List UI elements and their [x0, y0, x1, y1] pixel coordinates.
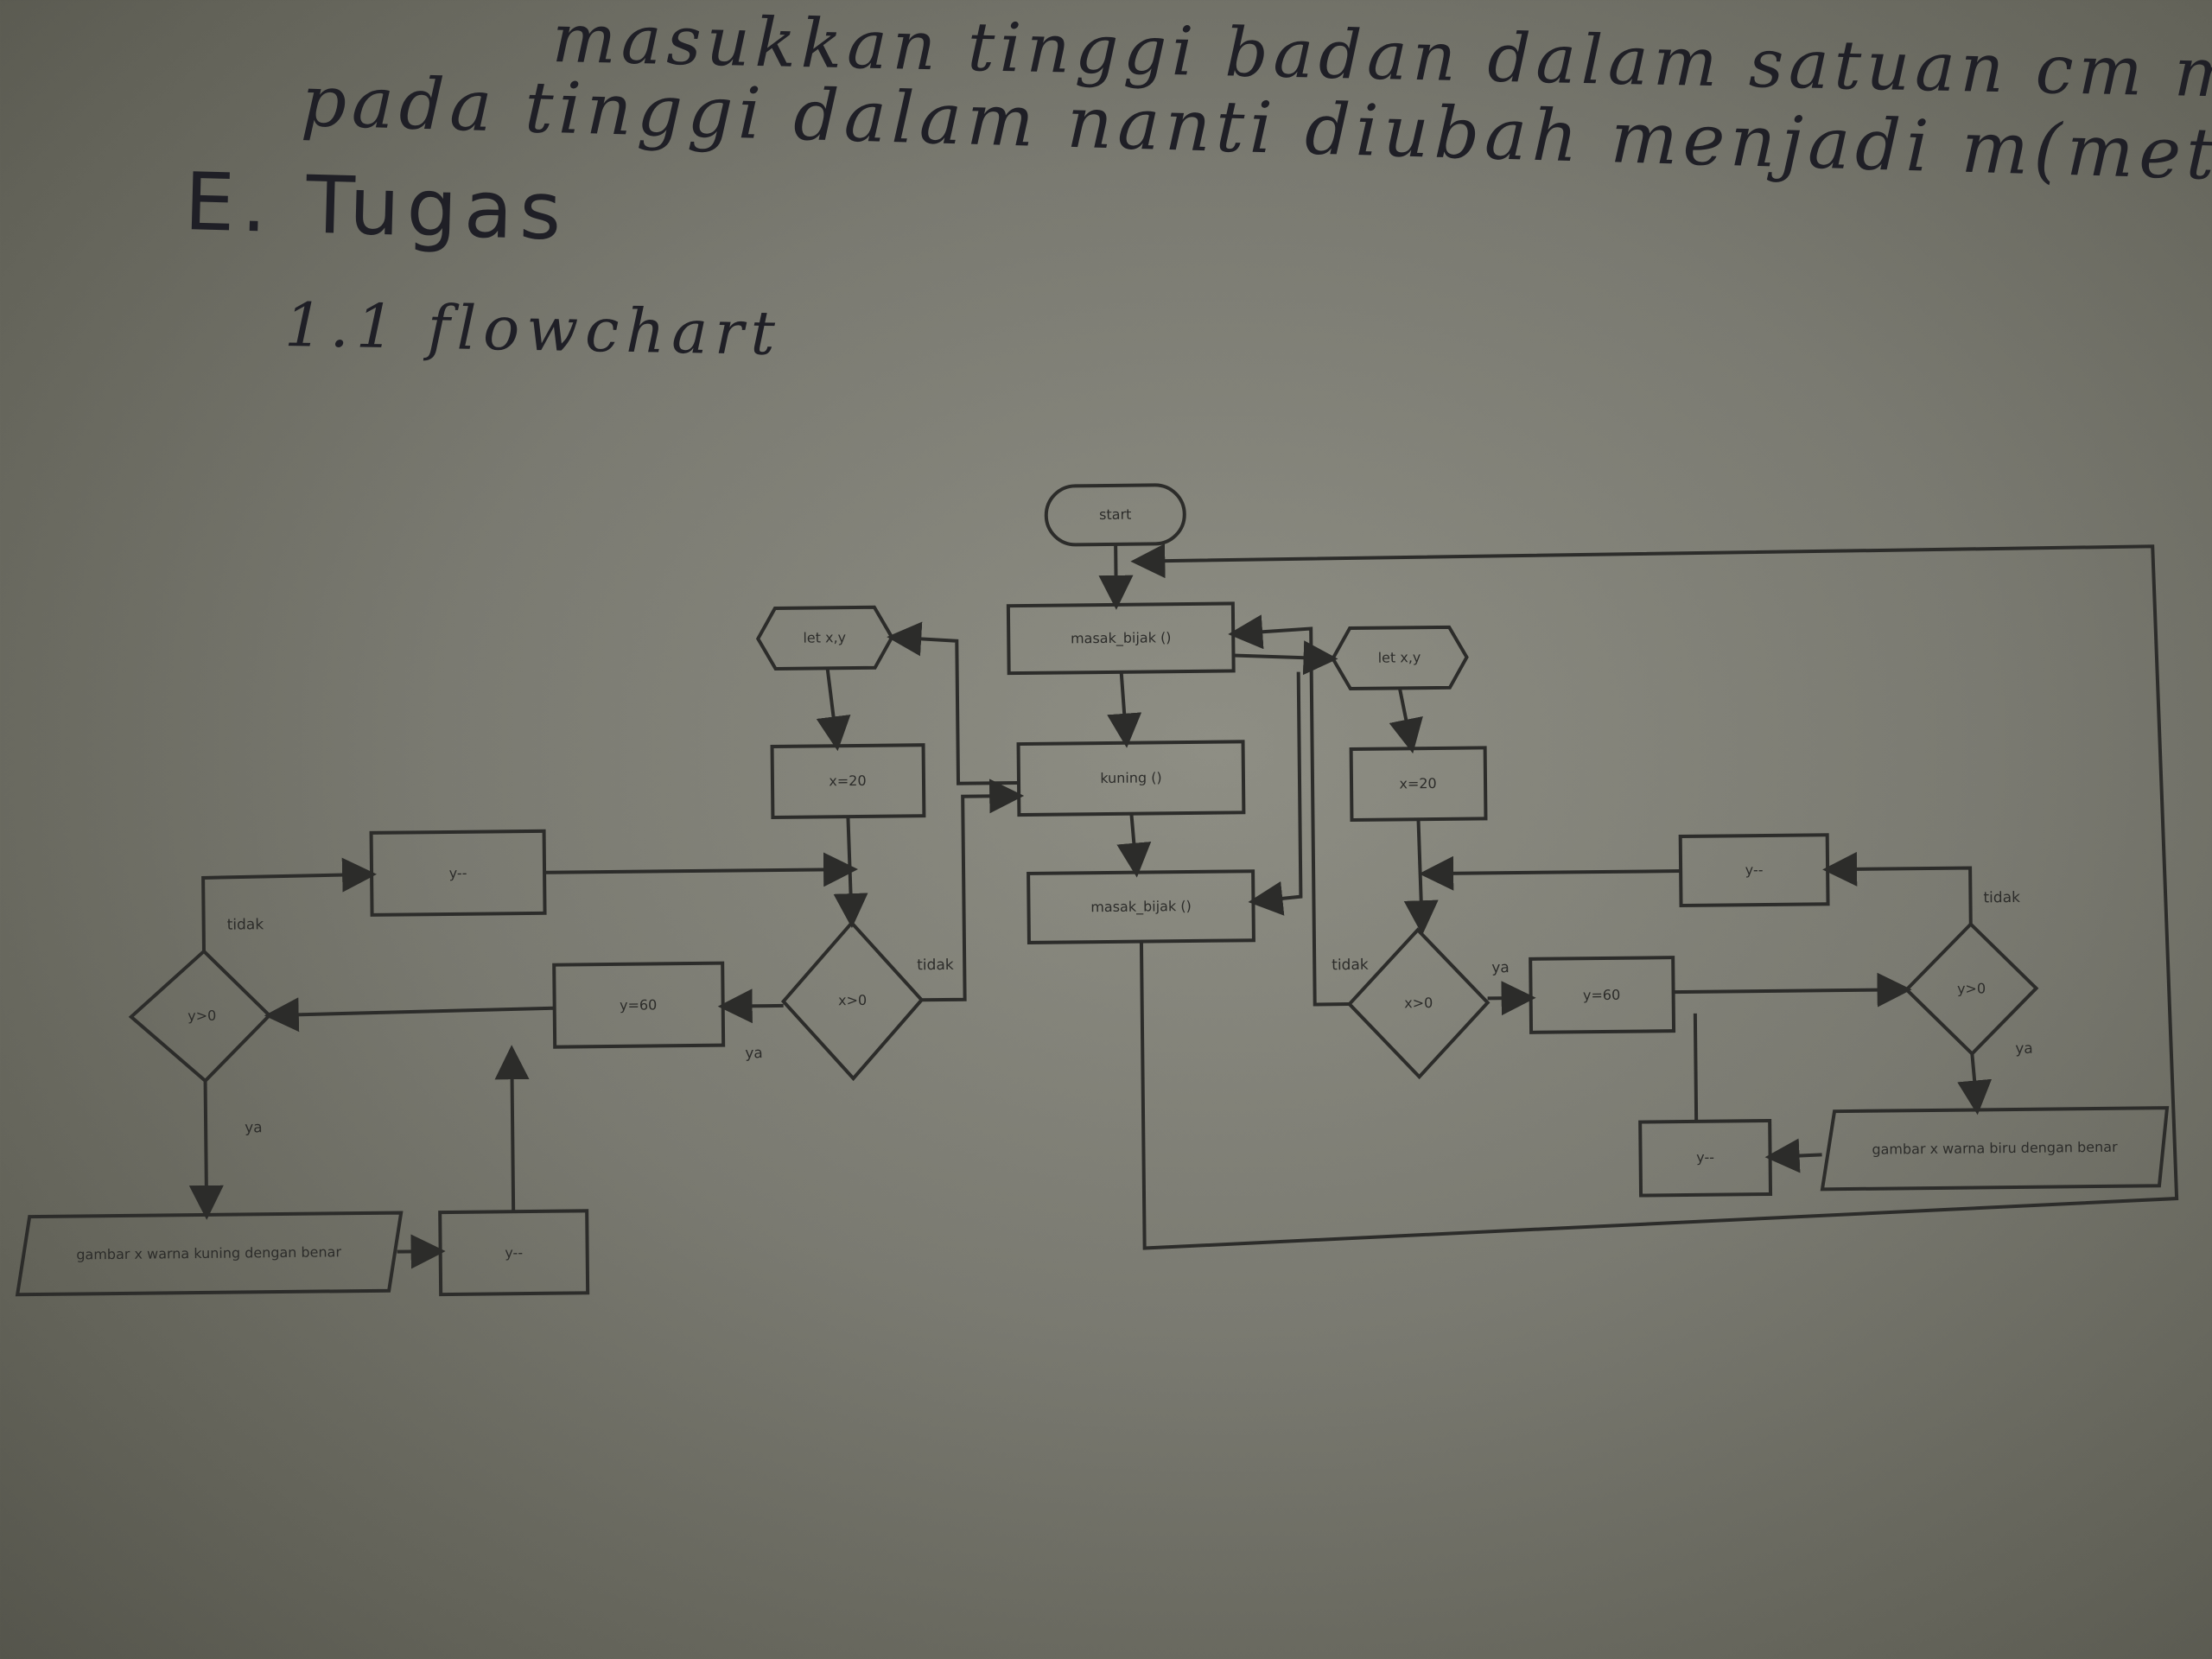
- connector: [1228, 614, 1350, 1007]
- connector: [887, 621, 1020, 785]
- left-print-label: gambar x warna kuning dengan benar: [76, 1243, 341, 1262]
- left-check-diamond: [780, 920, 925, 1082]
- right-decrement-top-label: y--: [1745, 861, 1764, 878]
- connector: [1673, 972, 1912, 1007]
- right-loop-label: y>0: [1957, 980, 1986, 996]
- connector: [264, 997, 555, 1033]
- right-print-parallelogram: [1820, 1106, 2170, 1192]
- connector: [1957, 1053, 1993, 1116]
- connector: [1116, 813, 1152, 878]
- connector: [494, 1045, 530, 1212]
- left-set-label: y=60: [620, 996, 657, 1013]
- edge-label-yes: ya: [245, 1119, 263, 1136]
- connector: [1233, 640, 1338, 676]
- right-prep-label: let x,y: [1378, 649, 1421, 666]
- connector: [1248, 671, 1303, 916]
- edge-label-yes: ya: [2015, 1040, 2033, 1058]
- connector: [1764, 1138, 1822, 1173]
- right-set-label: y=60: [1583, 987, 1620, 1003]
- edge-label-no: tidak: [1983, 889, 2020, 906]
- edge-label-no: tidak: [1332, 957, 1369, 974]
- connector: [1693, 1013, 1699, 1122]
- left-assign-label: x=20: [829, 772, 866, 789]
- left-check-label: x>0: [838, 992, 867, 1008]
- return-loop: [1130, 543, 2179, 1250]
- connector: [544, 852, 859, 887]
- left-decrement-top-label: y--: [449, 865, 467, 881]
- left-loop-label: y>0: [188, 1007, 216, 1024]
- edge-label-no: tidak: [917, 957, 954, 974]
- start-label: start: [1099, 506, 1131, 523]
- connector: [1403, 819, 1439, 936]
- connector: [921, 779, 1025, 1002]
- right-check-diamond: [1346, 927, 1491, 1080]
- right-prep-hexagon: [1331, 625, 1469, 691]
- connector: [816, 668, 851, 752]
- connector: [397, 1234, 446, 1269]
- connector: [1419, 855, 1681, 891]
- main-step-3-label: masak_bijak (): [1090, 898, 1192, 916]
- connector: [717, 988, 784, 1024]
- main-step-1-label: masak_bijak (): [1071, 629, 1172, 647]
- connector: [1389, 688, 1423, 754]
- edge-label-yes: ya: [1491, 959, 1510, 976]
- right-assign-label: x=20: [1399, 775, 1436, 791]
- connector: [201, 857, 378, 951]
- main-step-2-label: kuning (): [1100, 769, 1162, 786]
- connector: [1487, 981, 1536, 1016]
- left-print-parallelogram: [15, 1211, 404, 1297]
- left-decrement-bottom-label: y--: [505, 1244, 523, 1261]
- edge-label-yes: ya: [745, 1045, 763, 1062]
- edge-label-no: tidak: [227, 916, 264, 933]
- connector: [1107, 671, 1142, 748]
- left-prep-label: let x,y: [803, 629, 846, 646]
- right-decrement-bottom-label: y--: [1696, 1149, 1714, 1166]
- connector: [188, 1080, 224, 1220]
- right-check-label: x>0: [1404, 995, 1433, 1011]
- connector: [1822, 851, 1973, 925]
- right-print-label: gambar x warna biru dengan benar: [1872, 1139, 2118, 1158]
